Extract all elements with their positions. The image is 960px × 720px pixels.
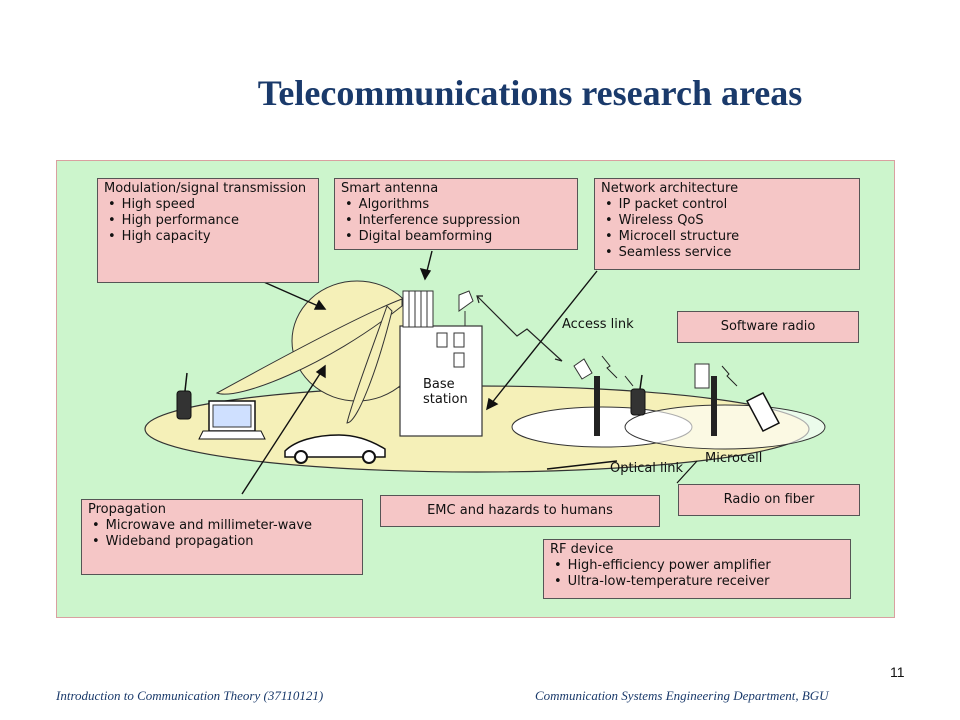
network-item: Microcell structure [605, 229, 853, 245]
research-areas-diagram: Modulation/signal transmission High spee… [56, 160, 895, 618]
propagation-item: Wideband propagation [92, 534, 356, 550]
radio-on-fiber-box: Radio on fiber [678, 484, 860, 516]
network-heading: Network architecture [601, 181, 739, 196]
microcell-antenna-left [573, 358, 593, 380]
software-radio-box: Software radio [677, 311, 859, 343]
smart-antenna-item: Digital beamforming [345, 229, 571, 245]
arrow-network [486, 270, 598, 410]
microcell-label: Microcell [705, 451, 763, 466]
propagation-box: Propagation Microwave and millimeter-wav… [81, 499, 363, 575]
footer-right: Communication Systems Engineering Depart… [535, 688, 829, 703]
modulation-item: High performance [108, 213, 312, 229]
smart-antenna-item: Interference suppression [345, 213, 571, 229]
arrow-modulation [256, 278, 326, 310]
dish-icon [458, 290, 474, 312]
smart-antenna-heading: Smart antenna [341, 181, 439, 196]
optical-link-label: Optical link [610, 461, 684, 476]
rf-device-item: Ultra-low-temperature receiver [554, 574, 844, 590]
microcell-antenna-right [694, 363, 710, 389]
base-station-label: Base station [423, 377, 468, 407]
modulation-item: High speed [108, 197, 312, 213]
diagram-illustration [144, 250, 826, 495]
smart-antenna-item: Algorithms [345, 197, 571, 213]
modulation-item: High capacity [108, 229, 312, 245]
access-link-signal [476, 295, 563, 362]
mobile-phone-icon-2 [630, 388, 646, 416]
arrow-optical-link [546, 460, 618, 470]
network-item: Wireless QoS [605, 213, 853, 229]
emc-box: EMC and hazards to humans [380, 495, 660, 527]
slide-title: Telecommunications research areas [257, 73, 803, 113]
mobile-phone-icon [176, 390, 192, 420]
array-antenna-icon [402, 290, 434, 328]
network-architecture-box: Network architecture IP packet control W… [594, 178, 860, 270]
arrow-propagation [241, 365, 326, 495]
modulation-box: Modulation/signal transmission High spee… [97, 178, 319, 283]
network-item: Seamless service [605, 245, 853, 261]
smart-antenna-box: Smart antenna Algorithms Interference su… [334, 178, 578, 250]
car-icon [284, 434, 386, 458]
footer-left: Introduction to Communication Theory (37… [56, 688, 324, 703]
pda-icon [745, 392, 781, 432]
access-link-label: Access link [562, 317, 634, 332]
propagation-heading: Propagation [88, 502, 166, 517]
beam-lobe-down [346, 305, 393, 424]
base-station-building [399, 325, 483, 437]
microcell-area-right [624, 404, 826, 450]
page-number: 11 [890, 664, 905, 680]
beam-lobe-left [215, 298, 403, 395]
rf-device-item: High-efficiency power amplifier [554, 558, 844, 574]
propagation-item: Microwave and millimeter-wave [92, 518, 356, 534]
network-item: IP packet control [605, 197, 853, 213]
rf-device-box: RF device High-efficiency power amplifie… [543, 539, 851, 599]
modulation-heading: Modulation/signal transmission [104, 181, 307, 196]
rf-device-heading: RF device [550, 542, 614, 557]
